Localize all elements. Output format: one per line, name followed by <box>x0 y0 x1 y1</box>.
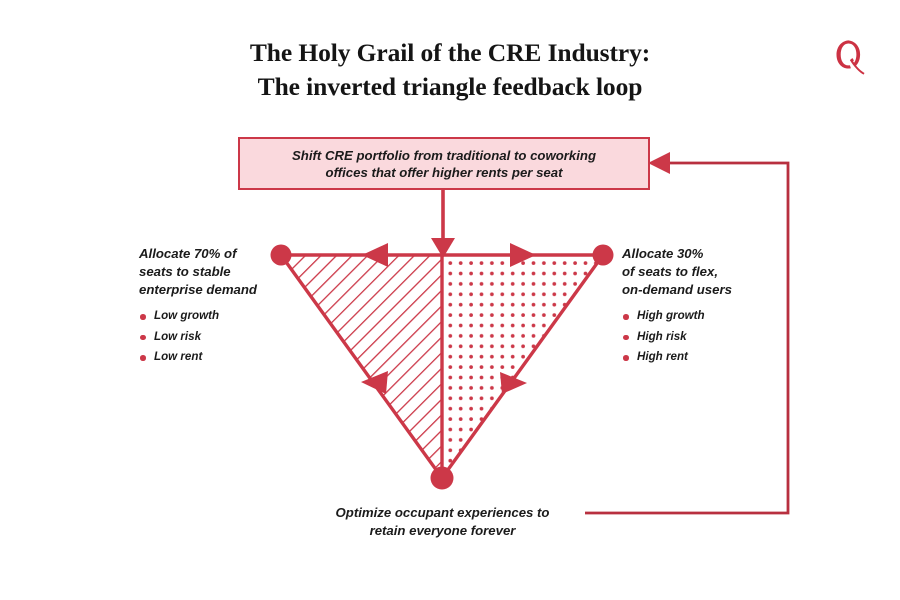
left-bullet-label-2: Low risk <box>154 329 202 343</box>
list-item: High rent <box>622 347 762 368</box>
list-item: Low growth <box>139 306 264 327</box>
list-item: Low risk <box>139 327 264 348</box>
bullet-dot-icon <box>140 355 146 361</box>
bullet-dot-icon <box>623 314 629 320</box>
left-label-heading-line-1: Allocate 70% of <box>139 246 237 261</box>
top-edge-left-arrow <box>362 243 388 267</box>
list-item: High risk <box>622 327 762 348</box>
page-title: The Holy Grail of the CRE Industry: The … <box>0 36 900 104</box>
bottom-caption-line-2: retain everyone forever <box>369 523 516 538</box>
right-label-heading-line-2: of seats to flex, <box>622 264 719 279</box>
list-item: Low rent <box>139 347 264 368</box>
left-diagonal-arrow <box>361 371 388 394</box>
feedback-loop-arrow <box>648 152 670 174</box>
bullet-dot-icon <box>623 355 629 361</box>
left-label-heading-line-3: enterprise demand <box>139 282 257 297</box>
bullet-dot-icon <box>140 314 146 320</box>
feedback-loop-path <box>585 161 790 515</box>
top-edge-center-arrow <box>431 238 455 258</box>
right-bullet-label-3: High rent <box>637 350 688 363</box>
right-label-heading: Allocate 30% of seats to flex, on-demand… <box>622 245 762 299</box>
bottom-vertex-node <box>430 466 454 490</box>
left-label-bullet-list: Low growth Low risk Low rent <box>139 306 264 368</box>
page-title-line-1: The Holy Grail of the CRE Industry: <box>249 38 651 67</box>
quartz-q-logo <box>830 38 870 78</box>
left-bullet-label-1: Low growth <box>154 309 220 322</box>
callout-line-1: Shift CRE portfolio from traditional to … <box>291 147 597 163</box>
right-label-heading-line-3: on-demand users <box>622 282 732 297</box>
left-label-heading: Allocate 70% of seats to stable enterpri… <box>139 245 264 299</box>
page-title-line-2: The inverted triangle feedback loop <box>257 72 643 101</box>
left-bullet-label-3: Low rent <box>154 350 203 363</box>
top-left-vertex-node <box>270 244 292 266</box>
list-item: High growth <box>622 306 762 327</box>
right-label-group: Allocate 30% of seats to flex, on-demand… <box>622 245 762 368</box>
right-bullet-label-1: High growth <box>637 309 705 322</box>
top-edge-right-arrow <box>510 243 536 267</box>
callout-box: Shift CRE portfolio from traditional to … <box>238 137 650 190</box>
right-bullet-label-2: High risk <box>637 329 687 343</box>
callout-text: Shift CRE portfolio from traditional to … <box>282 147 606 181</box>
top-right-vertex-node <box>592 244 614 266</box>
left-label-heading-line-2: seats to stable <box>139 264 231 279</box>
left-label-group: Allocate 70% of seats to stable enterpri… <box>139 245 264 368</box>
bottom-caption-line-1: Optimize occupant experiences to <box>335 505 550 520</box>
right-label-heading-line-1: Allocate 30% <box>622 246 704 261</box>
bullet-dot-icon <box>140 334 146 340</box>
bullet-dot-icon <box>623 334 629 340</box>
right-label-bullet-list: High growth High risk High rent <box>622 306 762 368</box>
bottom-caption: Optimize occupant experiences to retain … <box>305 504 580 540</box>
callout-line-2: offices that offer higher rents per seat <box>325 164 563 180</box>
right-diagonal-arrow <box>500 372 527 394</box>
